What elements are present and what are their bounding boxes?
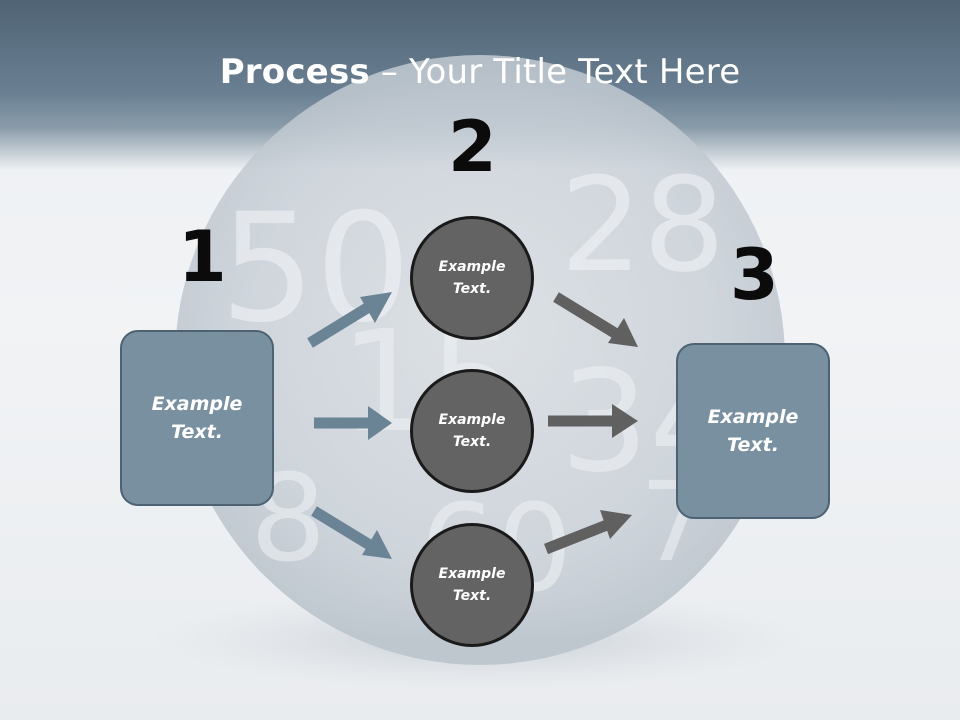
step-number-2: 2 [448,106,497,188]
right-box-line1: Example [707,405,799,428]
slide-title: Process – Your Title Text Here [0,52,960,92]
circle-top-line1: Example [438,258,506,275]
arrow-right-top [553,292,638,347]
step-number-3: 3 [730,234,779,316]
circle-middle-line2: Text. [452,434,492,450]
arrow-right-bottom [543,510,632,555]
left-box-line1: Example [151,392,243,415]
arrow-right-middle [548,404,638,438]
arrow-left-middle [314,406,392,440]
svg-text:50: 50 [220,182,411,356]
title-bold: Process [219,52,370,92]
circle-bottom-line1: Example [438,565,506,582]
arrow-left-top [307,292,392,348]
right-box: Example Text. [676,343,830,519]
circle-top-line2: Text. [452,281,492,297]
circle-middle-line1: Example [438,411,506,428]
circle-top: Example Text. [410,216,534,340]
left-box: Example Text. [120,330,274,506]
left-box-line2: Text. [171,421,223,443]
circle-bottom: Example Text. [410,523,534,647]
title-rest: – Your Title Text Here [369,52,741,92]
circle-bottom-line2: Text. [452,588,492,604]
step-number-1: 1 [178,216,227,298]
circle-middle: Example Text. [410,369,534,493]
svg-text:28: 28 [560,149,725,301]
right-box-line2: Text. [727,434,779,456]
arrow-left-bottom [311,506,392,559]
